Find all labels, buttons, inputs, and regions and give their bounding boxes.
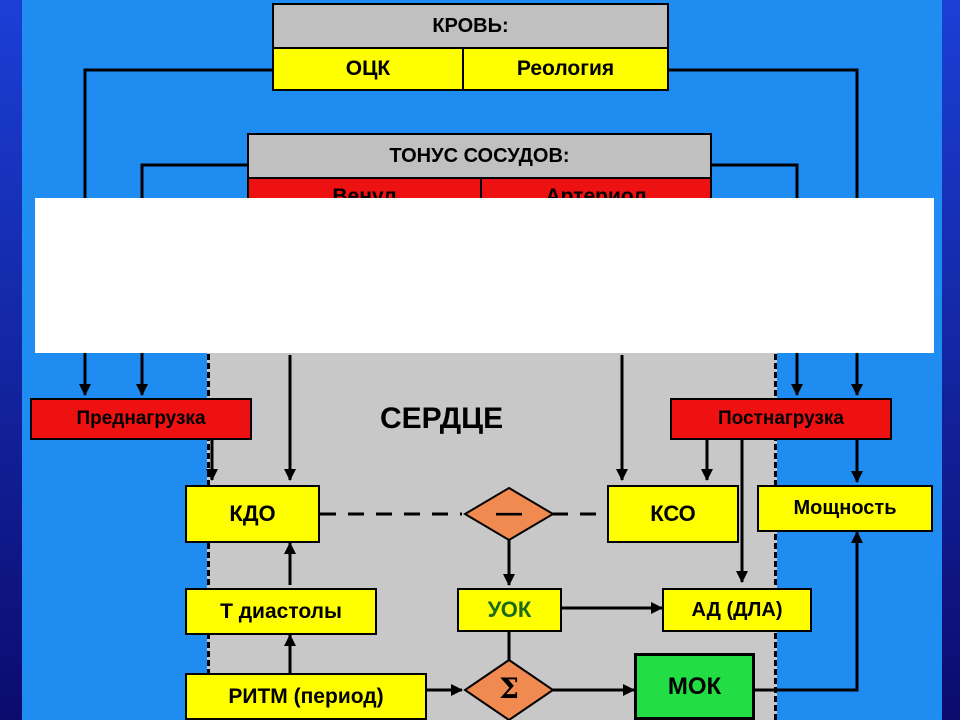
right-border <box>942 0 960 720</box>
edv-box: КДО <box>185 485 320 543</box>
diagram-canvas: КРОВЬ: ОЦК Реология ТОНУС СОСУДОВ: Венул… <box>22 0 942 720</box>
stroke-volume-box: УОК <box>457 588 562 632</box>
afterload-box: Постнагрузка <box>670 398 892 440</box>
sum-operator-glyph: Σ <box>499 672 519 705</box>
esv-box: КСО <box>607 485 739 543</box>
left-border <box>0 0 22 720</box>
blood-header: КРОВЬ: <box>272 3 669 49</box>
rhythm-box: РИТМ (период) <box>185 673 427 720</box>
redaction-overlay <box>35 198 934 353</box>
blood-rheology-box: Реология <box>462 47 669 91</box>
power-box: Мощность <box>757 485 933 532</box>
blood-volume-box: ОЦК <box>272 47 464 91</box>
preload-box: Преднагрузка <box>30 398 252 440</box>
minus-operator-glyph: — <box>496 497 522 527</box>
co-to-power-line <box>755 531 863 692</box>
blood-pressure-box: АД (ДЛА) <box>662 588 812 632</box>
heart-label: СЕРДЦЕ <box>380 402 504 435</box>
cardiac-output-box: МОК <box>634 653 755 720</box>
sum-operator <box>463 658 555 720</box>
tone-header: ТОНУС СОСУДОВ: <box>247 133 712 179</box>
diastole-time-box: Т диастолы <box>185 588 377 635</box>
minus-operator <box>463 486 555 542</box>
